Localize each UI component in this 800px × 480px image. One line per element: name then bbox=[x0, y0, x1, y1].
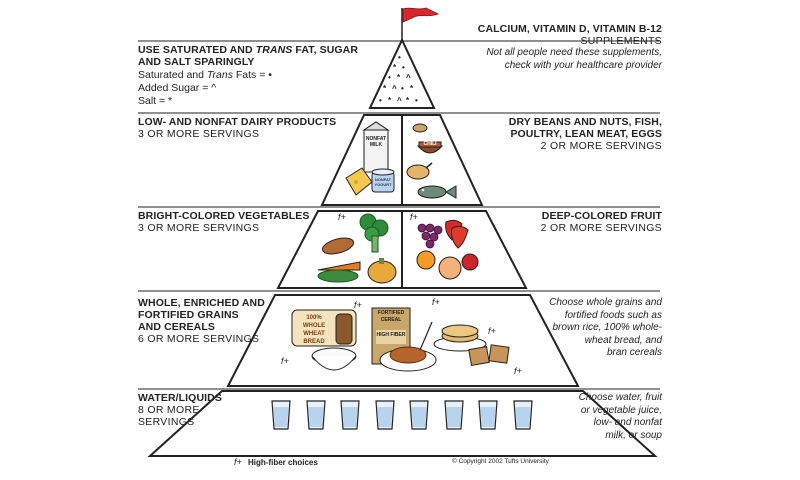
copyright: © Copyright 2002 Tufts University bbox=[452, 458, 549, 465]
milk-carton-label: NONFAT MILK bbox=[365, 136, 387, 148]
strawberry-icon bbox=[445, 219, 469, 249]
label-vegetables: BRIGHT-COLORED VEGETABLES 3 OR MORE SERV… bbox=[138, 210, 310, 234]
svg-text:*: * bbox=[410, 84, 414, 93]
chili-bowl-icon bbox=[416, 141, 444, 154]
legend-saturated: Saturated and Trans Fats = • bbox=[138, 69, 272, 81]
grapes-icon bbox=[417, 223, 443, 249]
orange-icon bbox=[416, 250, 436, 270]
svg-text:•: • bbox=[379, 96, 382, 105]
flag-icon bbox=[401, 7, 439, 40]
fish-icon bbox=[417, 185, 457, 199]
bread-bag-label: 100% WHOLE WHEAT BREAD bbox=[302, 315, 326, 345]
fiber-legend: f+ High-fiber choices bbox=[234, 457, 318, 467]
label-water-note: Choose water, fruit or vegetable juice, … bbox=[578, 392, 662, 441]
fiber-marker: f+ bbox=[514, 366, 522, 376]
fiber-legend-text: High-fiber choices bbox=[248, 458, 318, 467]
water-glass-icon bbox=[513, 400, 533, 430]
water-glass-icon bbox=[444, 400, 464, 430]
leafy-greens-icon bbox=[317, 269, 359, 283]
label-grains: WHOLE, ENRICHED AND FORTIFIED GRAINS AND… bbox=[138, 297, 265, 345]
connector-lines bbox=[138, 40, 660, 390]
svg-text:*: * bbox=[406, 96, 410, 105]
legend-salt: Salt = * bbox=[138, 95, 173, 107]
svg-text:•: • bbox=[401, 84, 404, 93]
fiber-marker: f+ bbox=[488, 326, 496, 336]
label-fats-sugars: USE SATURATED AND TRANS FAT, SUGAR AND S… bbox=[138, 44, 368, 108]
pyramid-tier-fats-sugars: • *• •*^ *^•* •*^*• bbox=[368, 37, 436, 109]
fiber-marker: f+ bbox=[354, 300, 362, 310]
rice-bowl-icon bbox=[311, 347, 357, 371]
squash-icon bbox=[367, 258, 397, 284]
svg-text:•: • bbox=[402, 63, 405, 72]
water-glass-icon bbox=[340, 400, 360, 430]
water-glass-icon bbox=[305, 400, 326, 430]
yogurt-icon bbox=[371, 168, 395, 193]
svg-text:^: ^ bbox=[392, 84, 397, 93]
peanut-icon bbox=[412, 123, 428, 133]
legend-sugar: Added Sugar = ^ bbox=[138, 82, 217, 94]
peach-icon bbox=[438, 256, 462, 280]
chili-label: CHILI bbox=[423, 141, 437, 147]
svg-text:•: • bbox=[398, 53, 401, 62]
fiber-marker: f+ bbox=[281, 356, 289, 366]
pancakes-icon bbox=[433, 324, 487, 352]
milk-carton-icon bbox=[362, 121, 390, 173]
water-glass-icon bbox=[271, 400, 291, 430]
label-supplements: CALCIUM, VITAMIN D, VITAMIN B-12 SUPPLEM… bbox=[477, 23, 662, 71]
pyramid-tier-vegetables-fruit bbox=[276, 210, 528, 289]
water-glass-icon bbox=[409, 400, 429, 430]
bread-bag-icon bbox=[291, 309, 357, 347]
crackers-icon bbox=[468, 344, 510, 367]
svg-text:•: • bbox=[388, 73, 391, 82]
label-fruit: DEEP-COLORED FRUIT 2 OR MORE SERVINGS bbox=[540, 210, 662, 234]
chicken-icon bbox=[406, 162, 433, 180]
svg-text:*: * bbox=[388, 96, 392, 105]
fiber-marker: f+ bbox=[432, 297, 440, 307]
tier-heading: USE SATURATED AND TRANS FAT, SUGAR bbox=[138, 44, 359, 56]
svg-text:^: ^ bbox=[406, 73, 411, 82]
label-grains-note: Choose whole grains and fortified foods … bbox=[549, 297, 662, 358]
svg-text:^: ^ bbox=[397, 96, 402, 105]
water-glass-icon bbox=[375, 400, 395, 430]
svg-text:*: * bbox=[393, 63, 397, 72]
label-dairy: LOW- AND NONFAT DAIRY PRODUCTS 3 OR MORE… bbox=[138, 116, 337, 140]
pyramid-tier-grains bbox=[226, 294, 580, 387]
cereal-box-label: FORTIFIED CEREAL HIGH FIBER bbox=[376, 310, 406, 338]
yogurt-label: NONFAT YOGURT bbox=[374, 177, 392, 187]
label-protein: DRY BEANS AND NUTS, FISH, POULTRY, LEAN … bbox=[508, 116, 662, 152]
label-water: WATER/LIQUIDS 8 OR MORE SERVINGS bbox=[138, 392, 222, 428]
spaghetti-plate-icon bbox=[379, 321, 437, 372]
svg-text:•: • bbox=[415, 96, 418, 105]
water-glasses bbox=[271, 400, 533, 432]
water-glass-icon bbox=[478, 400, 499, 430]
sweet-potato-icon bbox=[321, 237, 355, 255]
cereal-box-icon bbox=[371, 307, 411, 365]
fiber-marker: f+ bbox=[410, 212, 418, 222]
pyramid-tier-dairy-protein bbox=[320, 114, 484, 206]
svg-text:*: * bbox=[383, 84, 387, 93]
fiber-marker: f+ bbox=[338, 212, 346, 222]
svg-text:*: * bbox=[397, 73, 401, 82]
fiber-legend-symbol: f+ bbox=[234, 457, 242, 467]
broccoli-icon bbox=[359, 213, 389, 253]
apple-icon bbox=[461, 253, 479, 271]
